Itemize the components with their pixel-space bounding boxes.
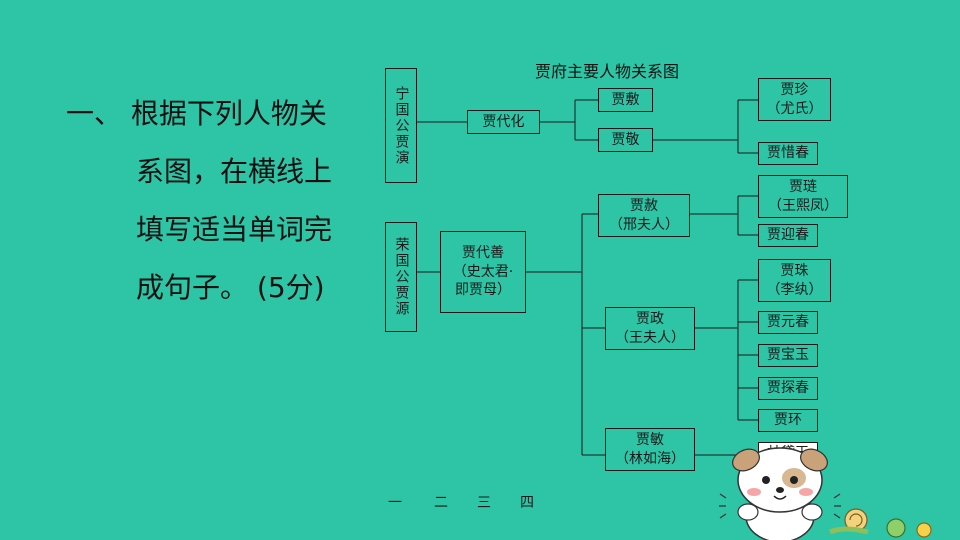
nav-item-4[interactable]: 四 — [520, 495, 534, 511]
box-jia-baoyu: 贾宝玉 — [758, 344, 818, 367]
jia-min-name: 贾敏 — [636, 431, 664, 448]
jia-zheng-spouse: （王夫人） — [615, 329, 685, 346]
jia-she-name: 贾赦 — [630, 197, 658, 214]
box-jia-zhen: 贾珍 （尤氏） — [758, 78, 831, 121]
jia-zhen-name: 贾珍 — [780, 81, 809, 98]
box-jia-yuanchun: 贾元春 — [758, 311, 818, 334]
box-jia-lian: 贾琏 （王熙凤） — [758, 175, 848, 218]
puppy-mascot-icon — [719, 447, 932, 540]
box-jia-daihua: 贾代化 — [467, 110, 540, 134]
box-rongguo: 荣国公贾源 — [385, 222, 417, 332]
jia-zhu-spouse: （李纨） — [766, 281, 823, 298]
jia-zheng-name: 贾政 — [636, 310, 664, 327]
box-jia-xichun: 贾惜春 — [758, 142, 818, 165]
jia-zhen-spouse: （尤氏） — [766, 100, 823, 117]
instruction-line-4: 成句子。 (5分) — [136, 271, 325, 304]
jia-she-spouse: （邢夫人） — [609, 216, 679, 233]
instruction-line-2: 系图，在横线上 — [136, 155, 333, 188]
jia-lian-name: 贾琏 — [789, 178, 817, 195]
box-jia-daishan: 贾代善 （史太君· 即贾母） — [440, 231, 526, 313]
jia-zhu-name: 贾珠 — [780, 262, 809, 279]
jia-daishan-name: 贾代善 — [462, 244, 504, 261]
jia-daishan-spouse-1: （史太君· — [452, 263, 514, 280]
box-ningguo: 宁国公贾演 — [385, 68, 417, 183]
box-jia-fu: 贾敷 — [598, 88, 653, 112]
diagram-title: 贾府主要人物关系图 — [535, 62, 680, 81]
box-jia-yingchun: 贾迎春 — [758, 224, 818, 247]
instruction-line-1: 一、 根据下列人物关 — [66, 97, 327, 130]
box-jia-min: 贾敏 （林如海） — [605, 428, 695, 471]
box-jia-zhu: 贾珠 （李纨） — [758, 259, 831, 302]
nav-item-2[interactable]: 二 — [434, 495, 448, 511]
box-jia-zheng: 贾政 （王夫人） — [605, 307, 695, 350]
box-jia-tanchun: 贾探春 — [758, 377, 818, 400]
nav-item-1[interactable]: 一 — [388, 495, 402, 511]
nav-item-3[interactable]: 三 — [477, 495, 491, 511]
jia-daishan-spouse-2: 即贾母） — [455, 282, 511, 299]
jia-min-spouse: （林如海） — [615, 450, 685, 467]
box-jia-jing: 贾敬 — [598, 128, 653, 152]
instruction-line-3: 填写适当单词完 — [136, 213, 333, 246]
box-jia-she: 贾赦 （邢夫人） — [598, 194, 690, 237]
box-jia-huan: 贾环 — [758, 409, 818, 432]
jia-lian-spouse: （王熙凤） — [768, 197, 838, 214]
